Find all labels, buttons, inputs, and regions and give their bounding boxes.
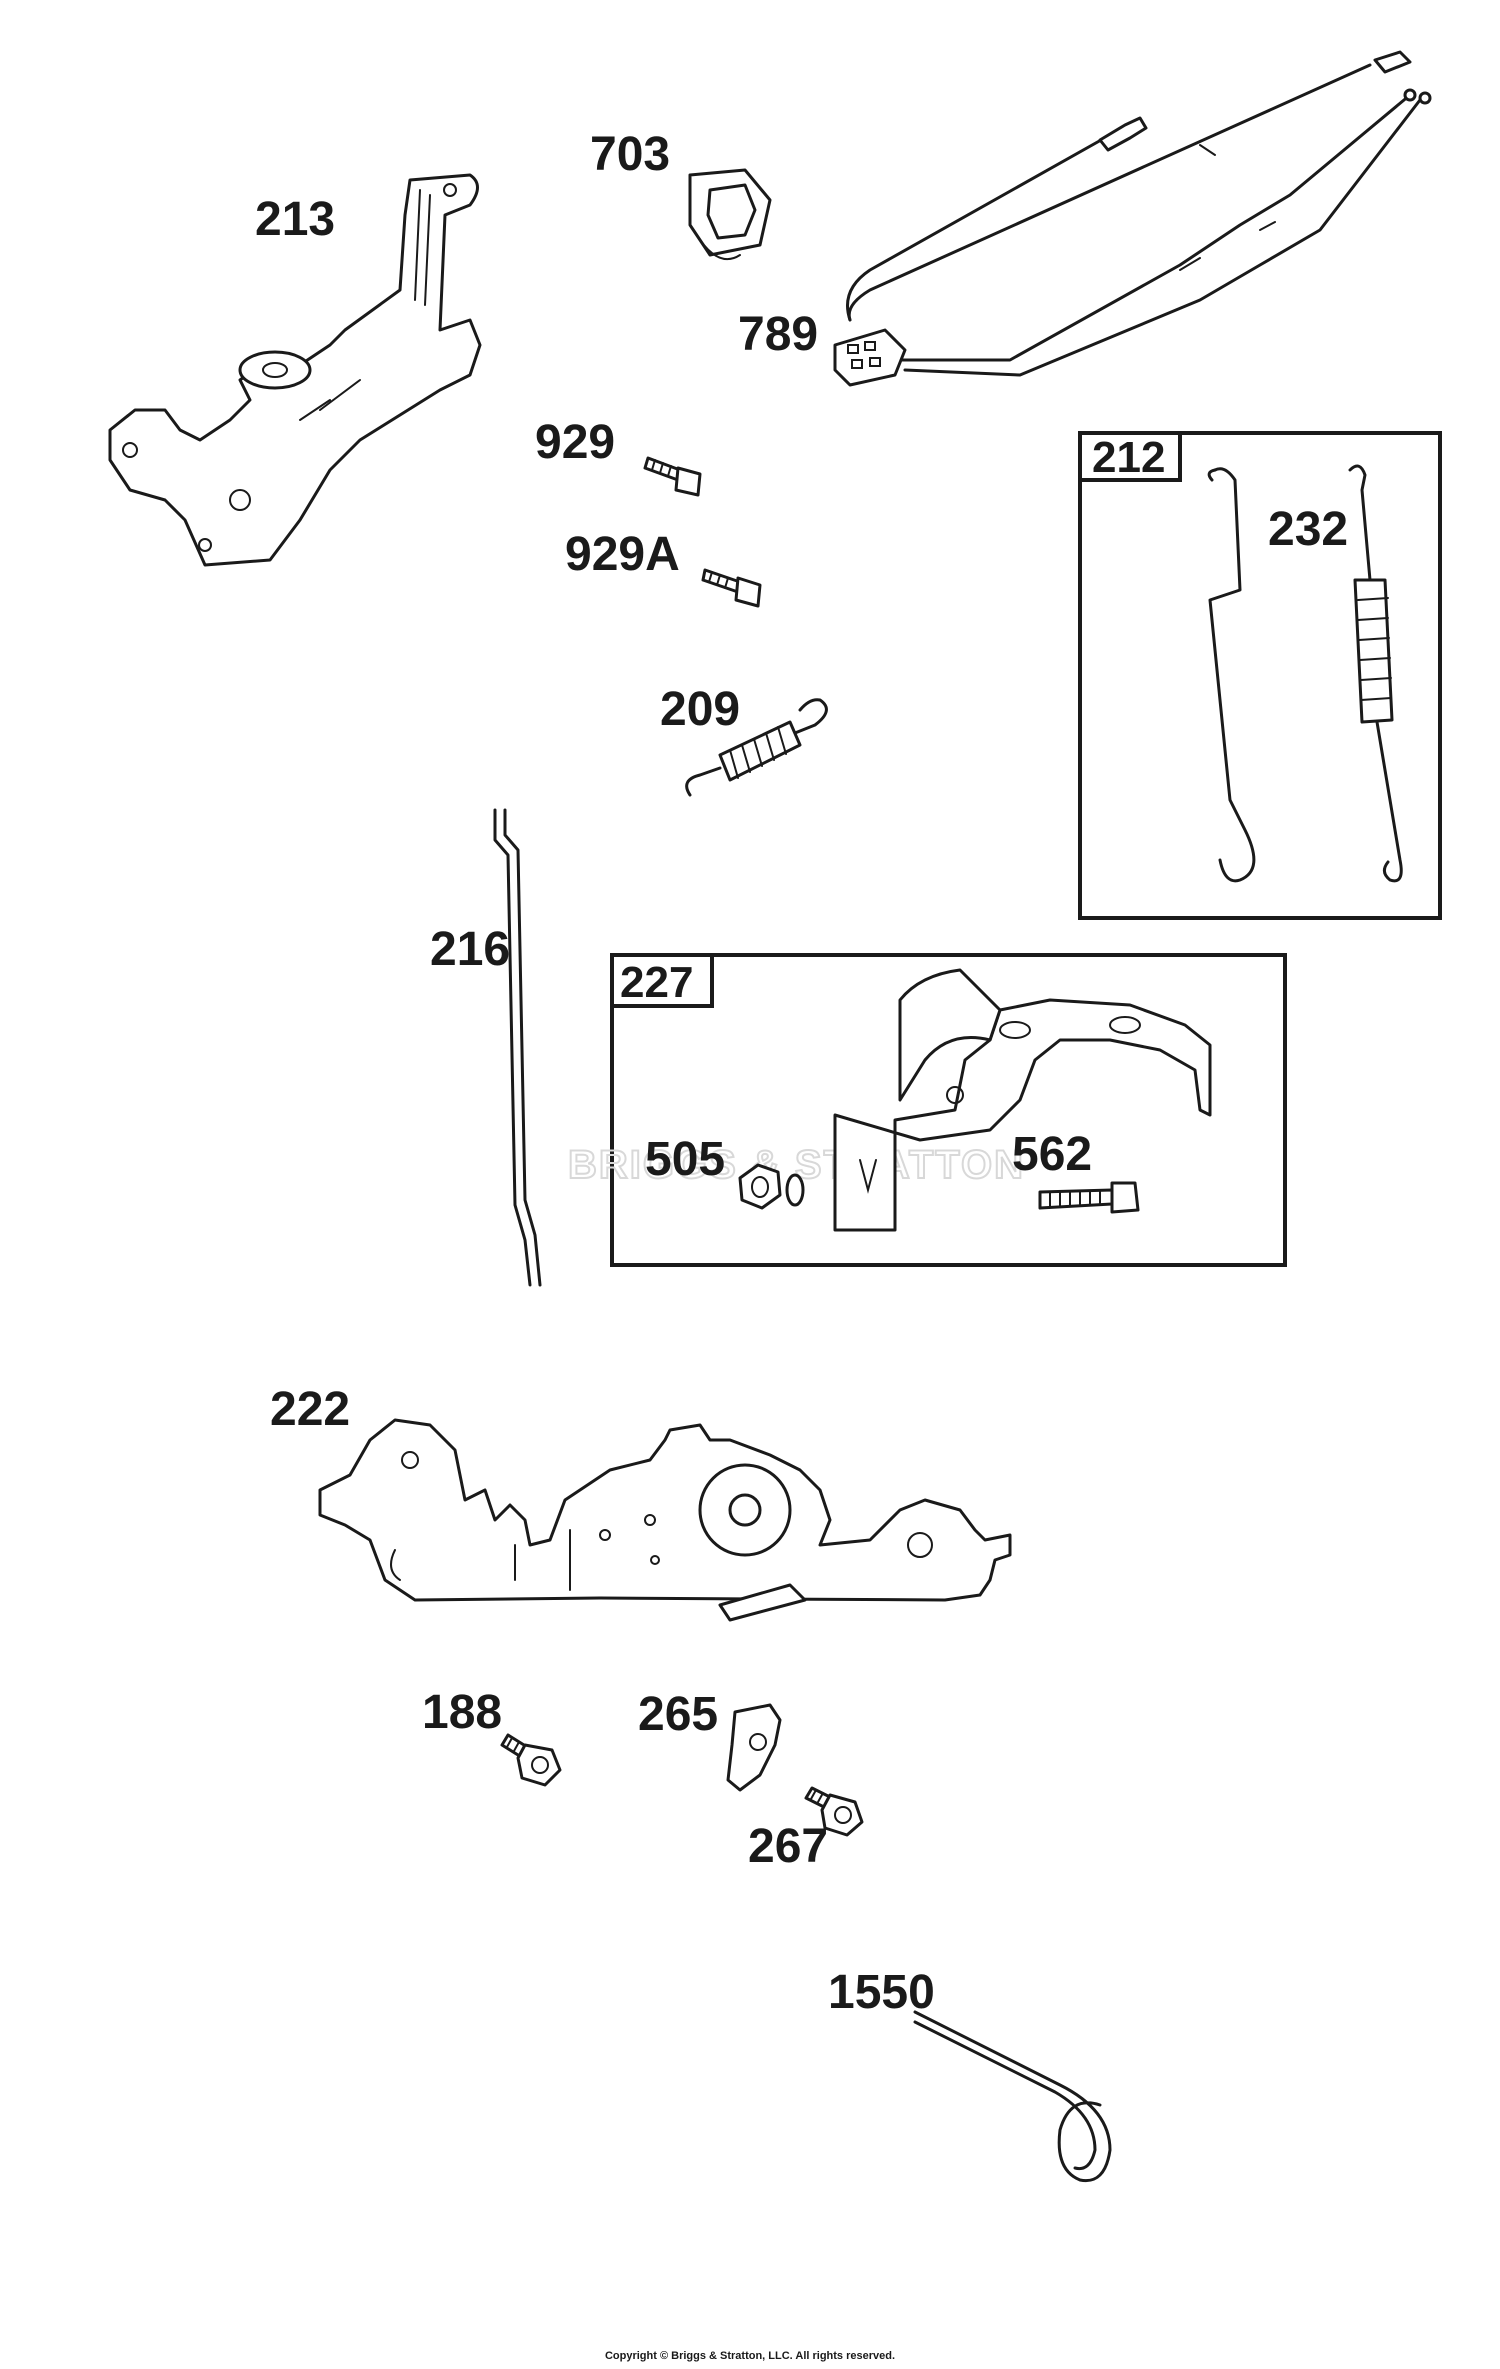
part-216-link-rod xyxy=(493,808,542,1287)
kit-212-rod xyxy=(1207,467,1256,883)
label-703: 703 xyxy=(590,128,670,181)
part-209-spring xyxy=(685,698,828,797)
part-562-screw xyxy=(1038,1181,1140,1214)
label-213: 213 xyxy=(255,193,335,246)
label-789: 789 xyxy=(738,308,818,361)
part-929a-screw xyxy=(701,568,762,608)
label-267: 267 xyxy=(748,1820,828,1873)
part-213-bracket xyxy=(108,173,482,567)
part-232-spring xyxy=(1348,464,1403,883)
part-929-screw xyxy=(643,456,702,497)
label-929: 929 xyxy=(535,416,615,469)
label-188: 188 xyxy=(422,1686,502,1739)
label-562: 562 xyxy=(1012,1128,1092,1181)
label-505: 505 xyxy=(645,1133,725,1186)
label-232: 232 xyxy=(1268,503,1348,556)
part-267-screw xyxy=(804,1786,864,1837)
part-265-clamp xyxy=(726,1703,782,1792)
part-789-harness xyxy=(833,50,1432,387)
label-1550: 1550 xyxy=(828,1966,935,2019)
label-209: 209 xyxy=(660,683,740,736)
label-929a: 929A xyxy=(565,528,680,581)
label-265: 265 xyxy=(638,1688,718,1741)
kit-227-box: 227 BRIGGS & STRATTON 505 562 xyxy=(567,953,1287,1267)
part-703-clip xyxy=(688,168,772,260)
part-188-screw xyxy=(500,1733,562,1787)
kit-227-lever xyxy=(833,968,1212,1232)
part-1550-wire-clip xyxy=(913,2010,1112,2183)
label-222: 222 xyxy=(270,1383,350,1436)
kit-212-title: 212 xyxy=(1092,433,1165,482)
part-222-control-plate xyxy=(318,1418,1012,1622)
kit-212-box: 212 232 xyxy=(1078,431,1442,920)
copyright-notice: Copyright © Briggs & Stratton, LLC. All … xyxy=(604,2350,896,2362)
label-216: 216 xyxy=(430,923,510,976)
part-505-nut xyxy=(738,1163,805,1210)
kit-227-title: 227 xyxy=(620,958,693,1007)
